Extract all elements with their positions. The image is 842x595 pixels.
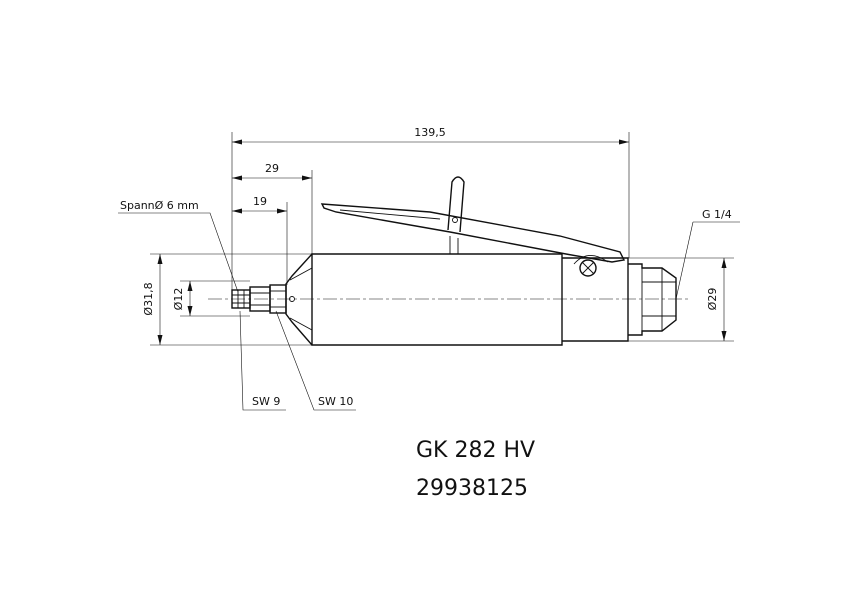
label-dia31: Ø31,8 — [142, 282, 155, 315]
arrow — [157, 335, 163, 345]
product-model: GK 282 HV — [416, 438, 535, 463]
cone-hatch-2 — [289, 317, 313, 331]
pin-hole — [452, 217, 458, 223]
screw-slot-2 — [581, 261, 595, 275]
arrow — [232, 139, 242, 145]
product-number: 29938125 — [416, 476, 528, 501]
label-thread: G 1/4 — [702, 208, 732, 221]
leader-sw9 — [239, 310, 286, 411]
cone-hatch-1 — [289, 267, 313, 281]
pivot-arc — [573, 255, 609, 265]
body — [311, 253, 563, 346]
inlet-hex — [628, 263, 677, 336]
arrow — [187, 306, 193, 316]
arrow — [277, 208, 287, 214]
arrow — [721, 331, 727, 341]
label-19: 19 — [253, 195, 267, 208]
label-dia12: Ø12 — [172, 288, 185, 311]
leader-thread — [675, 221, 694, 300]
dimension-lines — [118, 132, 740, 411]
leader-collet — [118, 212, 239, 293]
leader-sw10 — [275, 310, 356, 411]
label-collet: SpannØ 6 mm — [120, 199, 199, 212]
pivot-screw — [579, 259, 597, 277]
label-dia29: Ø29 — [706, 288, 719, 311]
arrow — [721, 258, 727, 268]
arrow — [157, 254, 163, 264]
collet — [231, 289, 251, 309]
rear-housing — [562, 257, 629, 342]
arrow — [187, 281, 193, 291]
arrow — [232, 175, 242, 181]
label-sw10: SW 10 — [318, 395, 353, 408]
label-sw9: SW 9 — [252, 395, 280, 408]
label-29: 29 — [265, 162, 279, 175]
arrow — [619, 139, 629, 145]
safety-pin — [447, 176, 465, 233]
lever — [320, 203, 626, 263]
front-screw — [289, 296, 295, 302]
label-139: 139,5 — [414, 126, 446, 139]
arrow — [302, 175, 312, 181]
tool-outline — [231, 176, 677, 346]
arrow — [232, 208, 242, 214]
lever-inner — [339, 209, 441, 220]
